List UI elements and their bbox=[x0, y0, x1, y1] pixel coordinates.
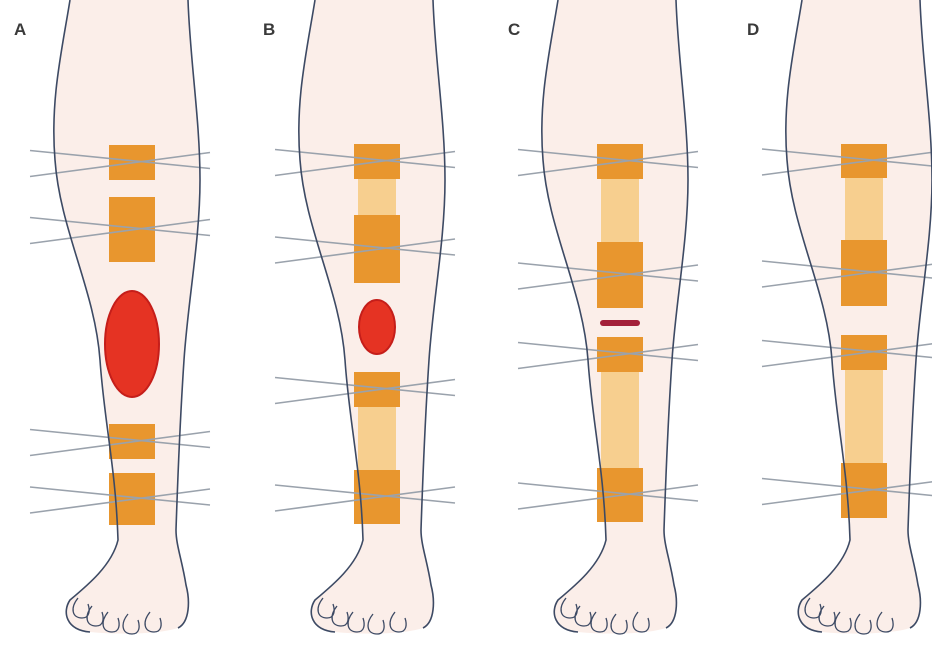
panel-d: D bbox=[732, 0, 932, 646]
regenerate-column bbox=[601, 179, 639, 242]
leg-illustration-d bbox=[732, 0, 932, 646]
regenerate-column bbox=[601, 372, 639, 468]
bone-defect bbox=[105, 291, 159, 397]
regenerate-column bbox=[845, 370, 883, 463]
bone-defect bbox=[359, 300, 395, 354]
panel-c: C bbox=[488, 0, 723, 646]
panel-a: A bbox=[0, 0, 235, 646]
regenerate-column bbox=[358, 407, 396, 470]
regenerate-column bbox=[845, 178, 883, 240]
leg-skin bbox=[542, 0, 688, 634]
docking-site bbox=[600, 320, 640, 326]
leg-illustration-c bbox=[488, 0, 723, 646]
leg-illustration-a bbox=[0, 0, 235, 646]
leg-illustration-b bbox=[245, 0, 480, 646]
panel-b: B bbox=[245, 0, 480, 646]
leg-skin bbox=[786, 0, 932, 634]
regenerate-column bbox=[358, 179, 396, 215]
